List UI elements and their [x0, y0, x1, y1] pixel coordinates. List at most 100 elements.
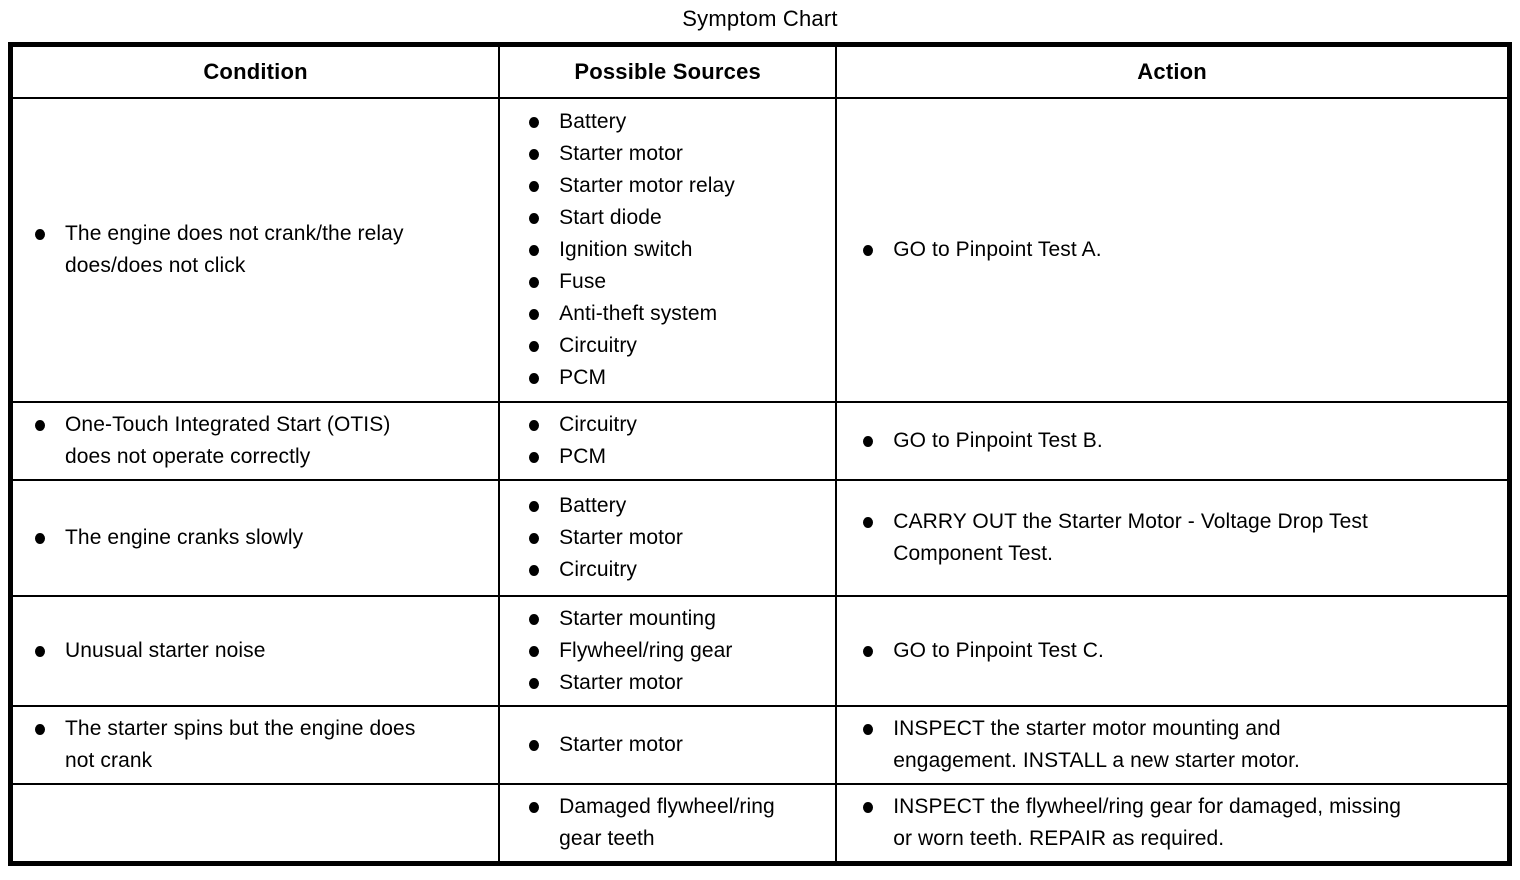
list-item: Battery — [529, 106, 827, 138]
source-text: Ignition switch — [559, 238, 693, 261]
source-text: Starter motor — [559, 142, 683, 165]
table-row: The starter spins but the engine does no… — [9, 705, 1511, 785]
bullet-icon — [529, 452, 540, 463]
action-cell: GO to Pinpoint Test C. — [835, 595, 1511, 707]
list-item: Circuitry — [529, 409, 827, 441]
bullet-icon — [529, 117, 540, 128]
condition-cell-empty — [9, 783, 501, 865]
bullet-icon — [35, 533, 45, 544]
bullet-icon — [863, 436, 874, 447]
possible-sources-cell: Battery Starter motor Starter motor rela… — [498, 97, 838, 403]
list-item: Starter motor — [529, 138, 827, 170]
bullet-icon — [529, 802, 540, 813]
list-item: Start diode — [529, 202, 827, 234]
source-text: Circuitry — [559, 413, 638, 436]
header-action: Action — [835, 43, 1511, 99]
possible-sources-cell: Starter mounting Flywheel/ring gear Star… — [498, 595, 838, 707]
bullet-icon — [529, 149, 540, 160]
source-text: PCM — [559, 445, 607, 468]
table-row: Damaged flywheel/ring gear teeth INSPECT… — [9, 783, 1511, 865]
bullet-icon — [529, 614, 540, 625]
condition-cell: One-Touch Integrated Start (OTIS) does n… — [9, 401, 501, 481]
source-text: Circuitry — [559, 334, 638, 357]
action-text: INSPECT the flywheel/ring gear for damag… — [893, 795, 1402, 850]
possible-sources-cell: Starter motor — [498, 705, 838, 785]
bullet-icon — [35, 724, 45, 735]
source-text: Starter motor — [559, 733, 683, 756]
bullet-icon — [529, 420, 540, 431]
condition-text: The engine cranks slowly — [65, 526, 304, 549]
list-item: CARRY OUT the Starter Motor - Voltage Dr… — [863, 506, 1499, 570]
list-item: GO to Pinpoint Test B. — [863, 425, 1499, 457]
action-cell: GO to Pinpoint Test B. — [835, 401, 1511, 481]
bullet-icon — [529, 213, 540, 224]
source-text: Battery — [559, 494, 627, 517]
list-item: Flywheel/ring gear — [529, 635, 827, 667]
action-text: CARRY OUT the Starter Motor - Voltage Dr… — [893, 510, 1368, 565]
list-item: The starter spins but the engine does no… — [35, 713, 490, 777]
page-title: Symptom Chart — [682, 6, 838, 31]
possible-sources-cell: Battery Starter motor Circuitry — [498, 479, 838, 597]
list-item: Starter motor — [529, 729, 827, 761]
source-text: Flywheel/ring gear — [559, 639, 733, 662]
bullet-icon — [35, 229, 45, 240]
source-text: Starter motor relay — [559, 174, 735, 197]
list-item: Circuitry — [529, 330, 827, 362]
list-item: Battery — [529, 490, 827, 522]
list-item: Fuse — [529, 266, 827, 298]
action-text: GO to Pinpoint Test C. — [893, 639, 1104, 662]
bullet-icon — [529, 373, 540, 384]
source-text: Starter mounting — [559, 607, 716, 630]
action-text: GO to Pinpoint Test B. — [893, 429, 1103, 452]
action-cell: INSPECT the starter motor mounting and e… — [835, 705, 1511, 785]
source-text: Battery — [559, 110, 627, 133]
bullet-icon — [35, 646, 45, 657]
header-possible-sources: Possible Sources — [498, 43, 838, 99]
bullet-icon — [863, 517, 874, 528]
bullet-icon — [529, 309, 540, 320]
list-item: Ignition switch — [529, 234, 827, 266]
possible-sources-cell: Circuitry PCM — [498, 401, 838, 481]
condition-cell: Unusual starter noise — [9, 595, 501, 707]
condition-text: Unusual starter noise — [65, 639, 266, 662]
condition-text: The engine does not crank/the relay does… — [65, 222, 404, 277]
action-cell: GO to Pinpoint Test A. — [835, 97, 1511, 403]
source-text: Fuse — [559, 270, 607, 293]
bullet-icon — [529, 533, 540, 544]
bullet-icon — [529, 678, 540, 689]
list-item: Circuitry — [529, 554, 827, 586]
list-item: Anti-theft system — [529, 298, 827, 330]
bullet-icon — [529, 245, 540, 256]
list-item: INSPECT the flywheel/ring gear for damag… — [863, 791, 1499, 855]
list-item: PCM — [529, 441, 827, 473]
list-item: One-Touch Integrated Start (OTIS) does n… — [35, 409, 490, 473]
table-row: The engine does not crank/the relay does… — [9, 97, 1511, 403]
list-item: INSPECT the starter motor mounting and e… — [863, 713, 1499, 777]
source-text: Starter motor — [559, 671, 683, 694]
list-item: Starter motor — [529, 522, 827, 554]
bullet-icon — [529, 181, 540, 192]
table-row: One-Touch Integrated Start (OTIS) does n… — [9, 401, 1511, 481]
header-row: Condition Possible Sources Action — [9, 43, 1511, 99]
bullet-icon — [35, 420, 45, 431]
source-text: Starter motor — [559, 526, 683, 549]
list-item: The engine does not crank/the relay does… — [35, 218, 490, 282]
possible-sources-cell: Damaged flywheel/ring gear teeth — [498, 783, 838, 865]
condition-cell: The engine cranks slowly — [9, 479, 501, 597]
bullet-icon — [529, 565, 540, 576]
bullet-icon — [529, 277, 540, 288]
list-item: Starter motor relay — [529, 170, 827, 202]
header-condition: Condition — [9, 43, 501, 99]
source-text: Anti-theft system — [559, 302, 718, 325]
condition-text: The starter spins but the engine does no… — [65, 717, 416, 772]
table-row: The engine cranks slowly Battery Starter… — [9, 479, 1511, 597]
action-cell: INSPECT the flywheel/ring gear for damag… — [835, 783, 1511, 865]
bullet-icon — [529, 341, 540, 352]
list-item: PCM — [529, 362, 827, 394]
list-item: Starter mounting — [529, 603, 827, 635]
action-text: INSPECT the starter motor mounting and e… — [893, 717, 1300, 772]
source-text: Start diode — [559, 206, 662, 229]
action-cell: CARRY OUT the Starter Motor - Voltage Dr… — [835, 479, 1511, 597]
bullet-icon — [863, 802, 874, 813]
list-item: Damaged flywheel/ring gear teeth — [529, 791, 827, 855]
